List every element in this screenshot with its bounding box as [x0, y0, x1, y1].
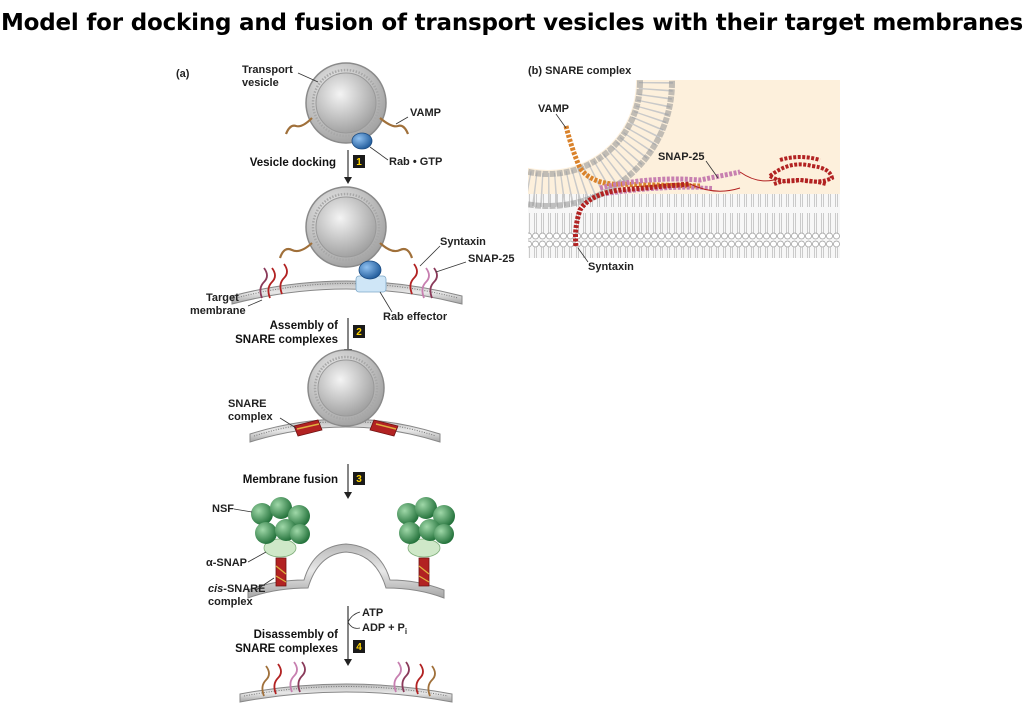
step2-number-box — [353, 325, 365, 338]
syntaxin-snap25-right — [409, 263, 438, 299]
syntaxin-snap25-left — [259, 263, 288, 299]
step2-label-line2: SNARE complexes — [235, 334, 338, 346]
stage2-vesicle — [305, 186, 387, 268]
rab-protein-stage2 — [358, 260, 382, 280]
final-membrane — [239, 683, 453, 703]
panel-b-snap25-label: SNAP-25 — [658, 151, 704, 163]
adp-label: ADP + Pi — [362, 622, 407, 636]
step1-number-box — [353, 155, 365, 168]
step1-label: Vesicle docking — [250, 157, 336, 169]
vamp-left-stage1 — [284, 117, 313, 135]
step4-number-box — [353, 640, 365, 653]
snap25-label: SNAP-25 — [468, 253, 514, 265]
nsf-label: NSF — [212, 503, 234, 515]
panel-b-label: (b) SNARE complex — [528, 65, 632, 77]
nsf-complex-right — [397, 497, 455, 587]
nsf-complex-left — [251, 497, 310, 587]
step2-label: Assembly of — [270, 320, 339, 332]
stage1-vesicle — [305, 62, 387, 144]
transport-vesicle-label: Transport — [242, 64, 293, 76]
snare-complex-label-line2: complex — [228, 411, 274, 423]
step2-number: 2 — [356, 327, 362, 338]
free-snares — [261, 661, 436, 697]
fused-membrane — [247, 543, 445, 599]
panel-a-label: (a) — [176, 68, 190, 80]
cis-snare-label-line2: complex — [208, 596, 254, 608]
rab-gtp-label: Rab • GTP — [389, 156, 442, 168]
step3-number: 3 — [356, 474, 362, 485]
panel-b-syntaxin-label: Syntaxin — [588, 261, 634, 273]
transport-vesicle-label-line2: vesicle — [242, 77, 279, 89]
step3-number-box — [353, 472, 365, 485]
stage3-vesicle — [307, 349, 385, 427]
step4-number: 4 — [356, 642, 362, 653]
page-title: Model for docking and fusion of transpor… — [0, 10, 1024, 36]
target-membrane-label: Target — [206, 292, 239, 304]
snare-complex-left — [293, 419, 323, 437]
snare-complex-right — [369, 419, 399, 437]
syntaxin-label: Syntaxin — [440, 236, 486, 248]
panel-b-vamp-label: VAMP — [538, 103, 569, 115]
rab-effector-label: Rab effector — [383, 311, 448, 323]
target-membrane-stage2 — [231, 280, 463, 305]
cis-snare-label: cis-SNARE — [208, 583, 265, 595]
vamp-right-stage1 — [379, 117, 410, 135]
step4-label: Disassembly of — [254, 629, 339, 641]
target-membrane-label-line2: membrane — [190, 305, 246, 317]
step1-number: 1 — [356, 157, 362, 168]
atp-label: ATP — [362, 607, 383, 619]
step4-label-line2: SNARE complexes — [235, 643, 338, 655]
rab-gtp-protein — [351, 132, 373, 150]
step3-label: Membrane fusion — [243, 474, 338, 486]
vamp-label: VAMP — [410, 107, 441, 119]
snare-complex-structure — [528, 80, 840, 258]
alpha-snap-label: α-SNAP — [206, 557, 247, 569]
snare-complex-label: SNARE — [228, 398, 267, 410]
